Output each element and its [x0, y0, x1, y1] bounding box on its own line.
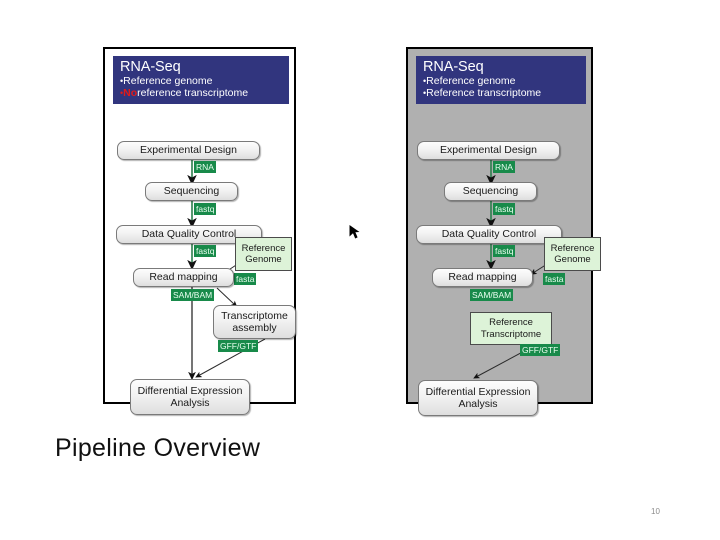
node-experimental-design[interactable]: Experimental Design: [417, 141, 560, 160]
node-differential-expression-analysis[interactable]: Differential Expression Analysis: [130, 379, 250, 415]
tag-fasta-genome: fasta: [543, 273, 566, 285]
header-title: RNA-Seq: [423, 59, 484, 75]
cursor-arrow-icon: [349, 225, 360, 239]
node-read-mapping[interactable]: Read mapping: [133, 268, 234, 287]
header-bullet-text: Reference genome: [123, 75, 213, 87]
tag-label: fastq: [495, 246, 514, 256]
bullet-dot-icon: •: [423, 76, 427, 86]
tag-label: GFF/GTF: [220, 341, 257, 351]
header-bullet-reference-genome: •Reference genome: [120, 75, 283, 87]
refbox-label: Reference Transcriptome: [480, 317, 542, 340]
tag-rna: RNA: [493, 161, 515, 173]
node-label: Data Quality Control: [441, 227, 537, 240]
header-bullet-reference-transcriptome: •Reference transcriptome: [423, 87, 580, 99]
tag-label: GFF/GTF: [522, 345, 559, 355]
node-experimental-design[interactable]: Experimental Design: [117, 141, 260, 160]
pipeline-panel-with-reference-transcriptome: RNA-Seq •Reference genome •Reference tra…: [406, 47, 601, 416]
node-label: Read mapping: [448, 270, 517, 283]
node-label: Experimental Design: [440, 143, 537, 156]
tag-rna: RNA: [194, 161, 216, 173]
page-title: Pipeline Overview: [55, 434, 261, 462]
node-label: Read mapping: [149, 270, 218, 283]
node-sequencing[interactable]: Sequencing: [145, 182, 238, 201]
node-sequencing[interactable]: Sequencing: [444, 182, 537, 201]
page-number: 10: [651, 507, 660, 516]
tag-label: fastq: [495, 204, 514, 214]
tag-gff-gtf: GFF/GTF: [520, 344, 561, 356]
tag-fastq-sequencing: fastq: [493, 203, 516, 215]
refbox-reference-genome: Reference Genome: [235, 237, 292, 271]
tag-label: fastq: [196, 204, 215, 214]
tag-fastq-sequencing: fastq: [194, 203, 217, 215]
header-title: RNA-Seq: [120, 59, 181, 75]
refbox-reference-transcriptome: Reference Transcriptome: [470, 312, 552, 345]
header-bullet-reference-genome: •Reference genome: [423, 75, 580, 87]
header-bullet-no-reference-transcriptome: •Noreference transcriptome: [120, 87, 283, 99]
tag-label: SAM/BAM: [173, 290, 213, 300]
tag-label: RNA: [196, 162, 214, 172]
node-label: Data Quality Control: [141, 227, 237, 240]
bullet-dot-icon: •: [120, 88, 124, 98]
tag-gff-gtf: GFF/GTF: [218, 340, 259, 352]
bullet-dot-icon: •: [423, 88, 427, 98]
panel-header-right: RNA-Seq •Reference genome •Reference tra…: [416, 56, 586, 104]
node-label: Sequencing: [163, 184, 220, 197]
node-label: Differential Expression Analysis: [425, 386, 531, 410]
node-label: Experimental Design: [140, 143, 237, 156]
panel-header-left: RNA-Seq •Reference genome •Noreference t…: [113, 56, 289, 104]
header-bullet-negation: No: [123, 87, 138, 99]
header-bullet-text: reference transcriptome: [137, 87, 249, 99]
tag-fastq-qc: fastq: [493, 245, 516, 257]
header-bullet-text: Reference genome: [426, 75, 516, 87]
node-transcriptome-assembly[interactable]: Transcriptome assembly: [213, 305, 296, 339]
tag-fastq-qc: fastq: [194, 245, 217, 257]
refbox-reference-genome: Reference Genome: [544, 237, 601, 271]
tag-sam-bam: SAM/BAM: [470, 289, 514, 301]
refbox-label: Reference Genome: [550, 242, 595, 266]
refbox-label: Reference Genome: [241, 242, 286, 266]
node-differential-expression-analysis[interactable]: Differential Expression Analysis: [418, 380, 538, 416]
node-data-quality-control[interactable]: Data Quality Control: [116, 225, 262, 244]
tag-fasta-genome: fasta: [234, 273, 257, 285]
tag-label: fastq: [196, 246, 215, 256]
tag-label: RNA: [495, 162, 513, 172]
tag-label: fasta: [236, 274, 255, 284]
node-label: Sequencing: [462, 184, 519, 197]
node-label: Transcriptome assembly: [221, 310, 288, 334]
bullet-dot-icon: •: [120, 76, 124, 86]
node-label: Differential Expression Analysis: [137, 385, 243, 409]
pipeline-panel-no-reference-transcriptome: RNA-Seq •Reference genome •Noreference t…: [103, 47, 296, 415]
header-bullet-text: Reference transcriptome: [426, 87, 542, 99]
tag-label: fasta: [545, 274, 564, 284]
tag-sam-bam: SAM/BAM: [171, 289, 215, 301]
node-read-mapping[interactable]: Read mapping: [432, 268, 533, 287]
tag-label: SAM/BAM: [472, 290, 512, 300]
node-data-quality-control[interactable]: Data Quality Control: [416, 225, 562, 244]
